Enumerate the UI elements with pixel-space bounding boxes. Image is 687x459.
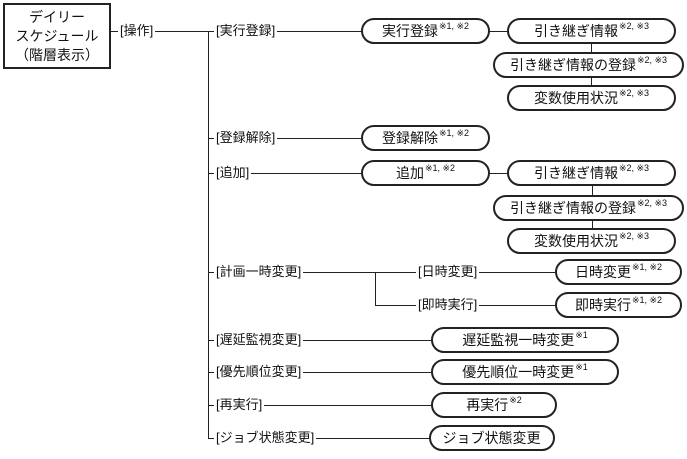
node-label: 再実行: [466, 397, 509, 413]
connector-line: [208, 340, 432, 341]
node-label: ジョブ状態変更: [442, 430, 541, 446]
root-node-line2: スケジュール: [15, 27, 99, 44]
node-label: 即時実行: [574, 297, 631, 313]
node-label: 引き継ぎ情報の登録: [509, 200, 636, 216]
node-note: ※2, ※3: [618, 230, 650, 241]
node-priority-temp-change: 優先順位一時変更※1: [431, 359, 619, 385]
connector-line: [489, 31, 508, 32]
node-reexecution: 再実行※2: [431, 392, 557, 418]
node-label: 優先順位一時変更: [462, 364, 575, 380]
connector-line: [208, 31, 209, 439]
node-note: ※1, ※2: [438, 127, 470, 138]
node-note: ※1, ※2: [424, 162, 456, 173]
root-node-line3: （階層表示）: [15, 46, 99, 63]
node-note: ※2: [509, 394, 522, 405]
node-execution-registration: 実行登録※1, ※2: [361, 18, 490, 44]
node-label: 追加: [395, 165, 424, 181]
root-node-line1: デイリー: [29, 8, 85, 25]
node-label: 変数使用状況: [533, 90, 618, 106]
connector-line: [208, 438, 430, 439]
node-note: ※2, ※3: [636, 197, 668, 208]
connector-line: [208, 405, 432, 406]
label-immediate-execution: [即時実行]: [416, 296, 480, 314]
label-add: [追加]: [214, 164, 252, 182]
connector-line: [591, 77, 592, 86]
node-delay-monitor-temp-change: 遅延監視一時変更※1: [431, 327, 619, 353]
label-priority-change: [優先順位変更]: [214, 363, 304, 381]
node-handover-info-registration-1: 引き継ぎ情報の登録※2, ※3: [493, 52, 684, 78]
label-deregistration: [登録解除]: [214, 129, 278, 147]
node-note: ※2, ※3: [636, 54, 668, 65]
label-plan-temp-change: [計画一時変更]: [214, 263, 304, 281]
node-label: 変数使用状況: [533, 233, 618, 249]
node-variable-usage-1: 変数使用状況※2, ※3: [507, 85, 676, 111]
connector-line: [208, 138, 363, 139]
node-label: 実行登録: [381, 23, 438, 39]
connector-line: [208, 173, 363, 174]
node-handover-info-1: 引き継ぎ情報※2, ※3: [507, 18, 676, 44]
label-operation: [操作]: [118, 22, 156, 40]
node-immediate-execution: 即時実行※1, ※2: [555, 292, 682, 318]
label-execution-registration: [実行登録]: [214, 22, 278, 40]
node-note: ※2, ※3: [618, 162, 650, 173]
node-variable-usage-2: 変数使用状況※2, ※3: [507, 228, 676, 254]
connector-line: [208, 372, 432, 373]
node-add: 追加※1, ※2: [361, 160, 490, 186]
node-deregistration: 登録解除※1, ※2: [361, 125, 490, 151]
node-note: ※1, ※2: [438, 20, 470, 31]
node-label: 引き継ぎ情報: [533, 23, 618, 39]
node-label: 引き継ぎ情報: [533, 165, 618, 181]
node-note: ※1: [575, 329, 588, 340]
label-reexecution: [再実行]: [214, 396, 265, 414]
connector-line: [591, 43, 592, 53]
node-label: 登録解除: [381, 130, 438, 146]
connector-line: [592, 220, 593, 229]
connector-line: [592, 185, 593, 196]
node-note: ※1, ※2: [631, 294, 663, 305]
node-note: ※2, ※3: [618, 87, 650, 98]
node-label: 引き継ぎ情報の登録: [509, 57, 636, 73]
label-job-status-change: [ジョブ状態変更]: [214, 429, 317, 447]
node-job-status-change: ジョブ状態変更: [429, 425, 555, 451]
connector-line: [489, 173, 508, 174]
node-handover-info-registration-2: 引き継ぎ情報の登録※2, ※3: [493, 195, 684, 221]
node-note: ※1, ※2: [631, 261, 663, 272]
label-delay-monitor-change: [遅延監視変更]: [214, 331, 304, 349]
label-datetime-change: [日時変更]: [416, 263, 480, 281]
connector-line: [208, 272, 556, 273]
node-label: 日時変更: [574, 264, 631, 280]
node-label: 遅延監視一時変更: [462, 332, 575, 348]
connector-line: [375, 272, 376, 306]
node-note: ※1: [575, 361, 588, 372]
node-handover-info-2: 引き継ぎ情報※2, ※3: [507, 160, 676, 186]
node-datetime-change: 日時変更※1, ※2: [555, 259, 682, 285]
root-node: デイリー スケジュール （階層表示）: [3, 3, 111, 69]
node-note: ※2, ※3: [618, 20, 650, 31]
